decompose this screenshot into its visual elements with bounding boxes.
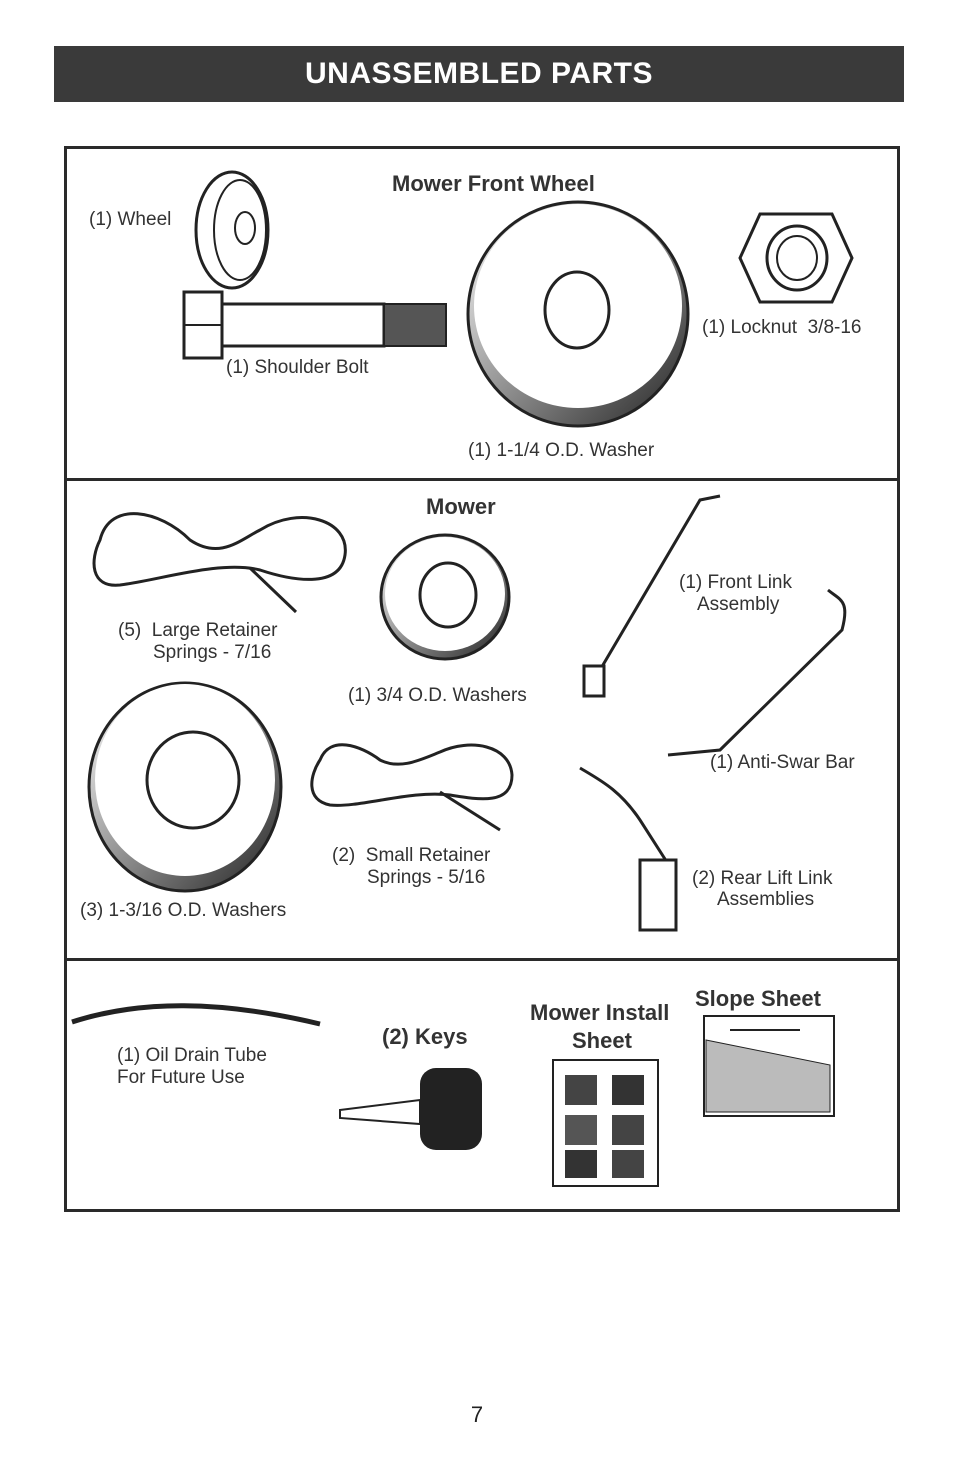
front-link-label-1: (1) Front Link — [679, 572, 792, 593]
parts-box — [64, 146, 900, 1212]
wheel-drawing — [194, 170, 270, 290]
locknut-label: (1) Locknut 3/8-16 — [702, 317, 862, 338]
shoulder-bolt-drawing — [182, 290, 447, 360]
section-mower-heading: Mower — [426, 494, 496, 519]
large-springs-label-2: Springs - 7/16 — [153, 642, 272, 663]
rear-lift-link-drawing — [579, 766, 678, 932]
rear-link-label-2: Assemblies — [717, 889, 815, 910]
divider-2 — [64, 958, 900, 961]
section-front-wheel-heading: Mower Front Wheel — [392, 171, 595, 196]
small-springs-label-1: (2) Small Retainer — [332, 845, 491, 866]
anti-sway-bar-label: (1) Anti-Swar Bar — [710, 752, 855, 773]
front-link-drawing — [582, 494, 721, 698]
oil-drain-tube-label-1: (1) Oil Drain Tube — [117, 1045, 267, 1066]
washers-3-4-label: (1) 3/4 O.D. Washers — [348, 685, 527, 706]
page-title: UNASSEMBLED PARTS — [305, 57, 653, 90]
washers-1-3-16-label: (3) 1-3/16 O.D. Washers — [80, 900, 287, 921]
key-drawing — [339, 1068, 482, 1150]
wheel-label: (1) Wheel — [89, 209, 172, 230]
slope-sheet-label: Slope Sheet — [695, 986, 821, 1011]
large-springs-label-1: (5) Large Retainer — [118, 620, 278, 641]
washer-1-3-16-drawing — [87, 681, 283, 893]
front-link-label-2: Assembly — [697, 594, 780, 615]
small-springs-label-2: Springs - 5/16 — [367, 867, 486, 888]
install-sheet-label-2: Sheet — [572, 1028, 632, 1053]
divider-1 — [64, 478, 900, 481]
keys-label: (2) Keys — [382, 1024, 468, 1049]
oil-drain-tube-drawing — [71, 1003, 321, 1027]
install-sheet-drawing — [552, 1059, 659, 1187]
locknut-drawing — [738, 212, 854, 304]
page-number: 7 — [470, 1402, 484, 1427]
rear-link-label-1: (2) Rear Lift Link — [692, 868, 833, 889]
anti-sway-bar-drawing — [667, 588, 847, 757]
large-retainer-spring-drawing — [92, 512, 347, 614]
washer-1-1-4-drawing — [466, 200, 690, 428]
install-sheet-label-1: Mower Install — [530, 1000, 670, 1025]
small-retainer-spring-drawing — [310, 743, 514, 832]
section-banner: UNASSEMBLED PARTS — [54, 46, 904, 102]
slope-sheet-drawing — [703, 1015, 835, 1117]
shoulder-bolt-label: (1) Shoulder Bolt — [226, 357, 369, 378]
oil-drain-tube-label-2: For Future Use — [117, 1067, 245, 1088]
washer-3-4-drawing — [379, 533, 511, 661]
washer-label: (1) 1-1/4 O.D. Washer — [468, 440, 655, 461]
